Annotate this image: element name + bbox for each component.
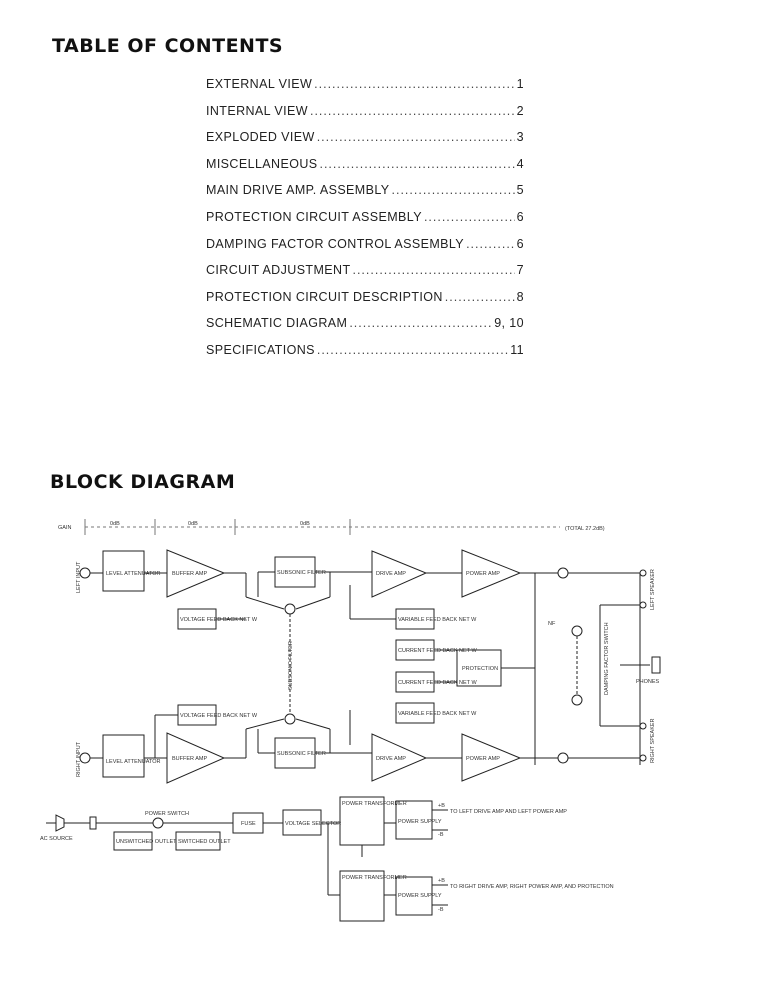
toc-entry: SPECIFICATIONS 11 [206, 343, 524, 370]
toc-entry-page: 4 [516, 156, 524, 171]
left-current-fb: CURRENT FEED BACK NET W [398, 648, 477, 654]
right-attenuator: LEVEL ATTENUATOR [106, 759, 161, 765]
toc-entry-label: PROTECTION CIRCUIT DESCRIPTION [206, 289, 443, 304]
right-speaker-label: RIGHT SPEAKER [650, 718, 656, 763]
toc-title: TABLE OF CONTENTS [52, 35, 284, 57]
toc-entry-label: SCHEMATIC DIAGRAM [206, 316, 348, 331]
right-current-fb: CURRENT FEED BACK NET W [398, 680, 477, 686]
right-supply-note: TO RIGHT DRIVE AMP, RIGHT POWER AMP, AND… [450, 884, 614, 890]
right-subsonic-filter: SUBSONIC FILTER [277, 751, 326, 757]
toc-entry: EXPLODED VIEW 3 [206, 130, 524, 157]
toc-leader-dots [349, 316, 492, 330]
toc-entry-label: CIRCUIT ADJUSTMENT [206, 263, 351, 278]
toc-leader-dots [317, 343, 508, 357]
right-power-transformer: POWER TRANSFORMER [342, 875, 407, 881]
switched-outlet: SWITCHED OUTLET [178, 839, 231, 845]
toc-leader-dots [310, 104, 515, 118]
right-drive-amp: DRIVE AMP [376, 756, 406, 762]
voltage-selector: VOLTAGE SELECTOR [285, 821, 341, 827]
gain-label: GAIN [58, 525, 71, 531]
toc-entry-page: 2 [516, 103, 524, 118]
toc-leader-dots [317, 130, 515, 144]
phones-label: PHONES [636, 679, 660, 685]
left-power-supply: POWER SUPPLY [398, 819, 442, 825]
toc-entry-page: 11 [510, 342, 524, 357]
toc-entry-label: DAMPING FACTOR CONTROL ASSEMBLY [206, 236, 465, 251]
block-diagram-title: BLOCK DIAGRAM [50, 471, 236, 493]
fuse-block: FUSE [241, 821, 256, 827]
left-power-amp: POWER AMP [466, 571, 500, 577]
toc-entry-label: EXPLODED VIEW [206, 130, 315, 145]
left-drive-amp: DRIVE AMP [376, 571, 406, 577]
toc-entry: PROTECTION CIRCUIT DESCRIPTION 8 [206, 290, 524, 317]
left-supply-note: TO LEFT DRIVE AMP AND LEFT POWER AMP [450, 809, 567, 815]
left-attenuator: LEVEL ATTENUATOR [106, 571, 161, 577]
toc-entry: PROTECTION CIRCUIT ASSEMBLY 6 [206, 210, 524, 237]
toc-entry-label: INTERNAL VIEW [206, 103, 308, 118]
toc-entry-label: MISCELLANEOUS [206, 156, 318, 171]
toc-entry-label: PROTECTION CIRCUIT ASSEMBLY [206, 209, 422, 224]
toc-entry: DAMPING FACTOR CONTROL ASSEMBLY 6 [206, 237, 524, 264]
unswitched-outlet: UNSWITCHED OUTLET [116, 839, 177, 845]
toc-entry-page: 1 [516, 77, 524, 91]
toc-leader-dots [424, 210, 515, 224]
toc-entry-page: 5 [516, 183, 524, 198]
left-input-label: LEFT INPUT [76, 561, 82, 593]
left-speaker-label: LEFT SPEAKER [650, 569, 656, 610]
damping-switch-label: DAMPING FACTOR SWITCH [604, 622, 610, 695]
toc-entry: SCHEMATIC DIAGRAM 9, 10 [206, 316, 524, 343]
toc-leader-dots [392, 183, 515, 197]
toc-leader-dots [352, 263, 514, 277]
stage3-gain: 0dB [300, 521, 310, 527]
toc-entry-page: 3 [516, 130, 524, 145]
left-variable-fb: VARIABLE FEED BACK NET W [398, 617, 477, 623]
left-buffer-amp: BUFFER AMP [172, 571, 207, 577]
toc-entry-label: EXTERNAL VIEW [206, 77, 313, 91]
right-input-label: RIGHT INPUT [76, 741, 82, 777]
toc-entry-page: 6 [516, 209, 524, 224]
toc-leader-dots [466, 237, 515, 251]
toc-leader-dots [319, 157, 514, 171]
toc-entry: MAIN DRIVE AMP. ASSEMBLY 5 [206, 183, 524, 210]
left-v-minus: -B [438, 832, 444, 838]
right-variable-fb: VARIABLE FEED BACK NET W [398, 711, 477, 717]
toc-entry-label: SPECIFICATIONS [206, 342, 315, 357]
toc-entry-page: 8 [516, 289, 524, 304]
left-subsonic-filter: SUBSONIC FILTER [277, 570, 326, 576]
right-buffer-amp: BUFFER AMP [172, 756, 207, 762]
toc-entry-page: 7 [516, 263, 524, 278]
left-voltage-fb: VOLTAGE FEED BACK NET W [180, 617, 258, 623]
protection-block: PROTECTION [462, 666, 498, 672]
block-diagram: GAIN 0dB 0dB 0dB (TOTAL 27.2dB) LEVEL AT… [40, 519, 661, 922]
stage2-gain: 0dB [188, 521, 198, 527]
total-gain: (TOTAL 27.2dB) [565, 526, 605, 532]
right-v-minus: -B [438, 907, 444, 913]
power-switch-label: POWER SWITCH [145, 811, 189, 817]
toc-leader-dots [445, 290, 515, 304]
toc-entry-label: MAIN DRIVE AMP. ASSEMBLY [206, 183, 390, 198]
right-power-supply: POWER SUPPLY [398, 893, 442, 899]
right-v-plus: +B [438, 878, 445, 884]
right-power-amp: POWER AMP [466, 756, 500, 762]
toc-leader-dots [314, 77, 514, 91]
toc-entry: EXTERNAL VIEW 1 [206, 77, 524, 104]
toc-entry-page: 6 [516, 236, 524, 251]
toc-entry: MISCELLANEOUS 4 [206, 157, 524, 184]
right-voltage-fb: VOLTAGE FEED BACK NET W [180, 713, 258, 719]
toc-entry-page: 9, 10 [494, 316, 524, 331]
nf-label: NF [548, 621, 556, 627]
left-v-plus: +B [438, 803, 445, 809]
ac-source-label: AC SOURCE [40, 836, 73, 842]
toc-entry: CIRCUIT ADJUSTMENT 7 [206, 263, 524, 290]
toc-entry: INTERNAL VIEW 2 [206, 104, 524, 131]
stage1-gain: 0dB [110, 521, 120, 527]
subsonic-filter-switch-label: SUBSONIC FILTER [288, 641, 294, 690]
left-power-transformer: POWER TRANSFORMER [342, 801, 407, 807]
